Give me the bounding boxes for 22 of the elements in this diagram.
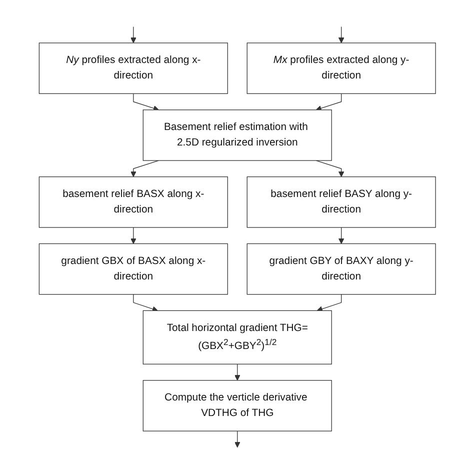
node-box xyxy=(38,42,228,94)
node-box xyxy=(246,243,436,295)
arrow xyxy=(315,160,344,178)
flowchart: Ny profiles extracted along x-direction Mx profiles extracted along y-direction Basement relief estimation with 2.5D regularized inversion basement relief BASX along x-direction basement relief BASY along y-direction gradient GBX of BASX along x-direction gradient GBY of BAXY along y-direction Total horizontal gradient THG=(GBX$^{2}$+GBY$^{2}$)$^{1/2}$ Compute the verticle derivative VDTHG of THG xyxy=(34,2,440,472)
arrow xyxy=(338,227,344,244)
arrow xyxy=(130,160,159,178)
node-box xyxy=(246,42,436,94)
arrow xyxy=(130,26,136,44)
node-box xyxy=(142,310,332,364)
node-box xyxy=(246,176,436,228)
arrow xyxy=(315,93,342,111)
arrow xyxy=(234,430,240,448)
node-box xyxy=(142,380,332,432)
node-box xyxy=(38,243,228,295)
arrow xyxy=(234,364,240,381)
arrow xyxy=(316,294,342,312)
arrow xyxy=(132,294,158,312)
arrow xyxy=(338,26,344,44)
node-box xyxy=(38,176,228,228)
node-box xyxy=(142,110,332,161)
arrow xyxy=(130,227,136,244)
arrow xyxy=(132,93,159,111)
